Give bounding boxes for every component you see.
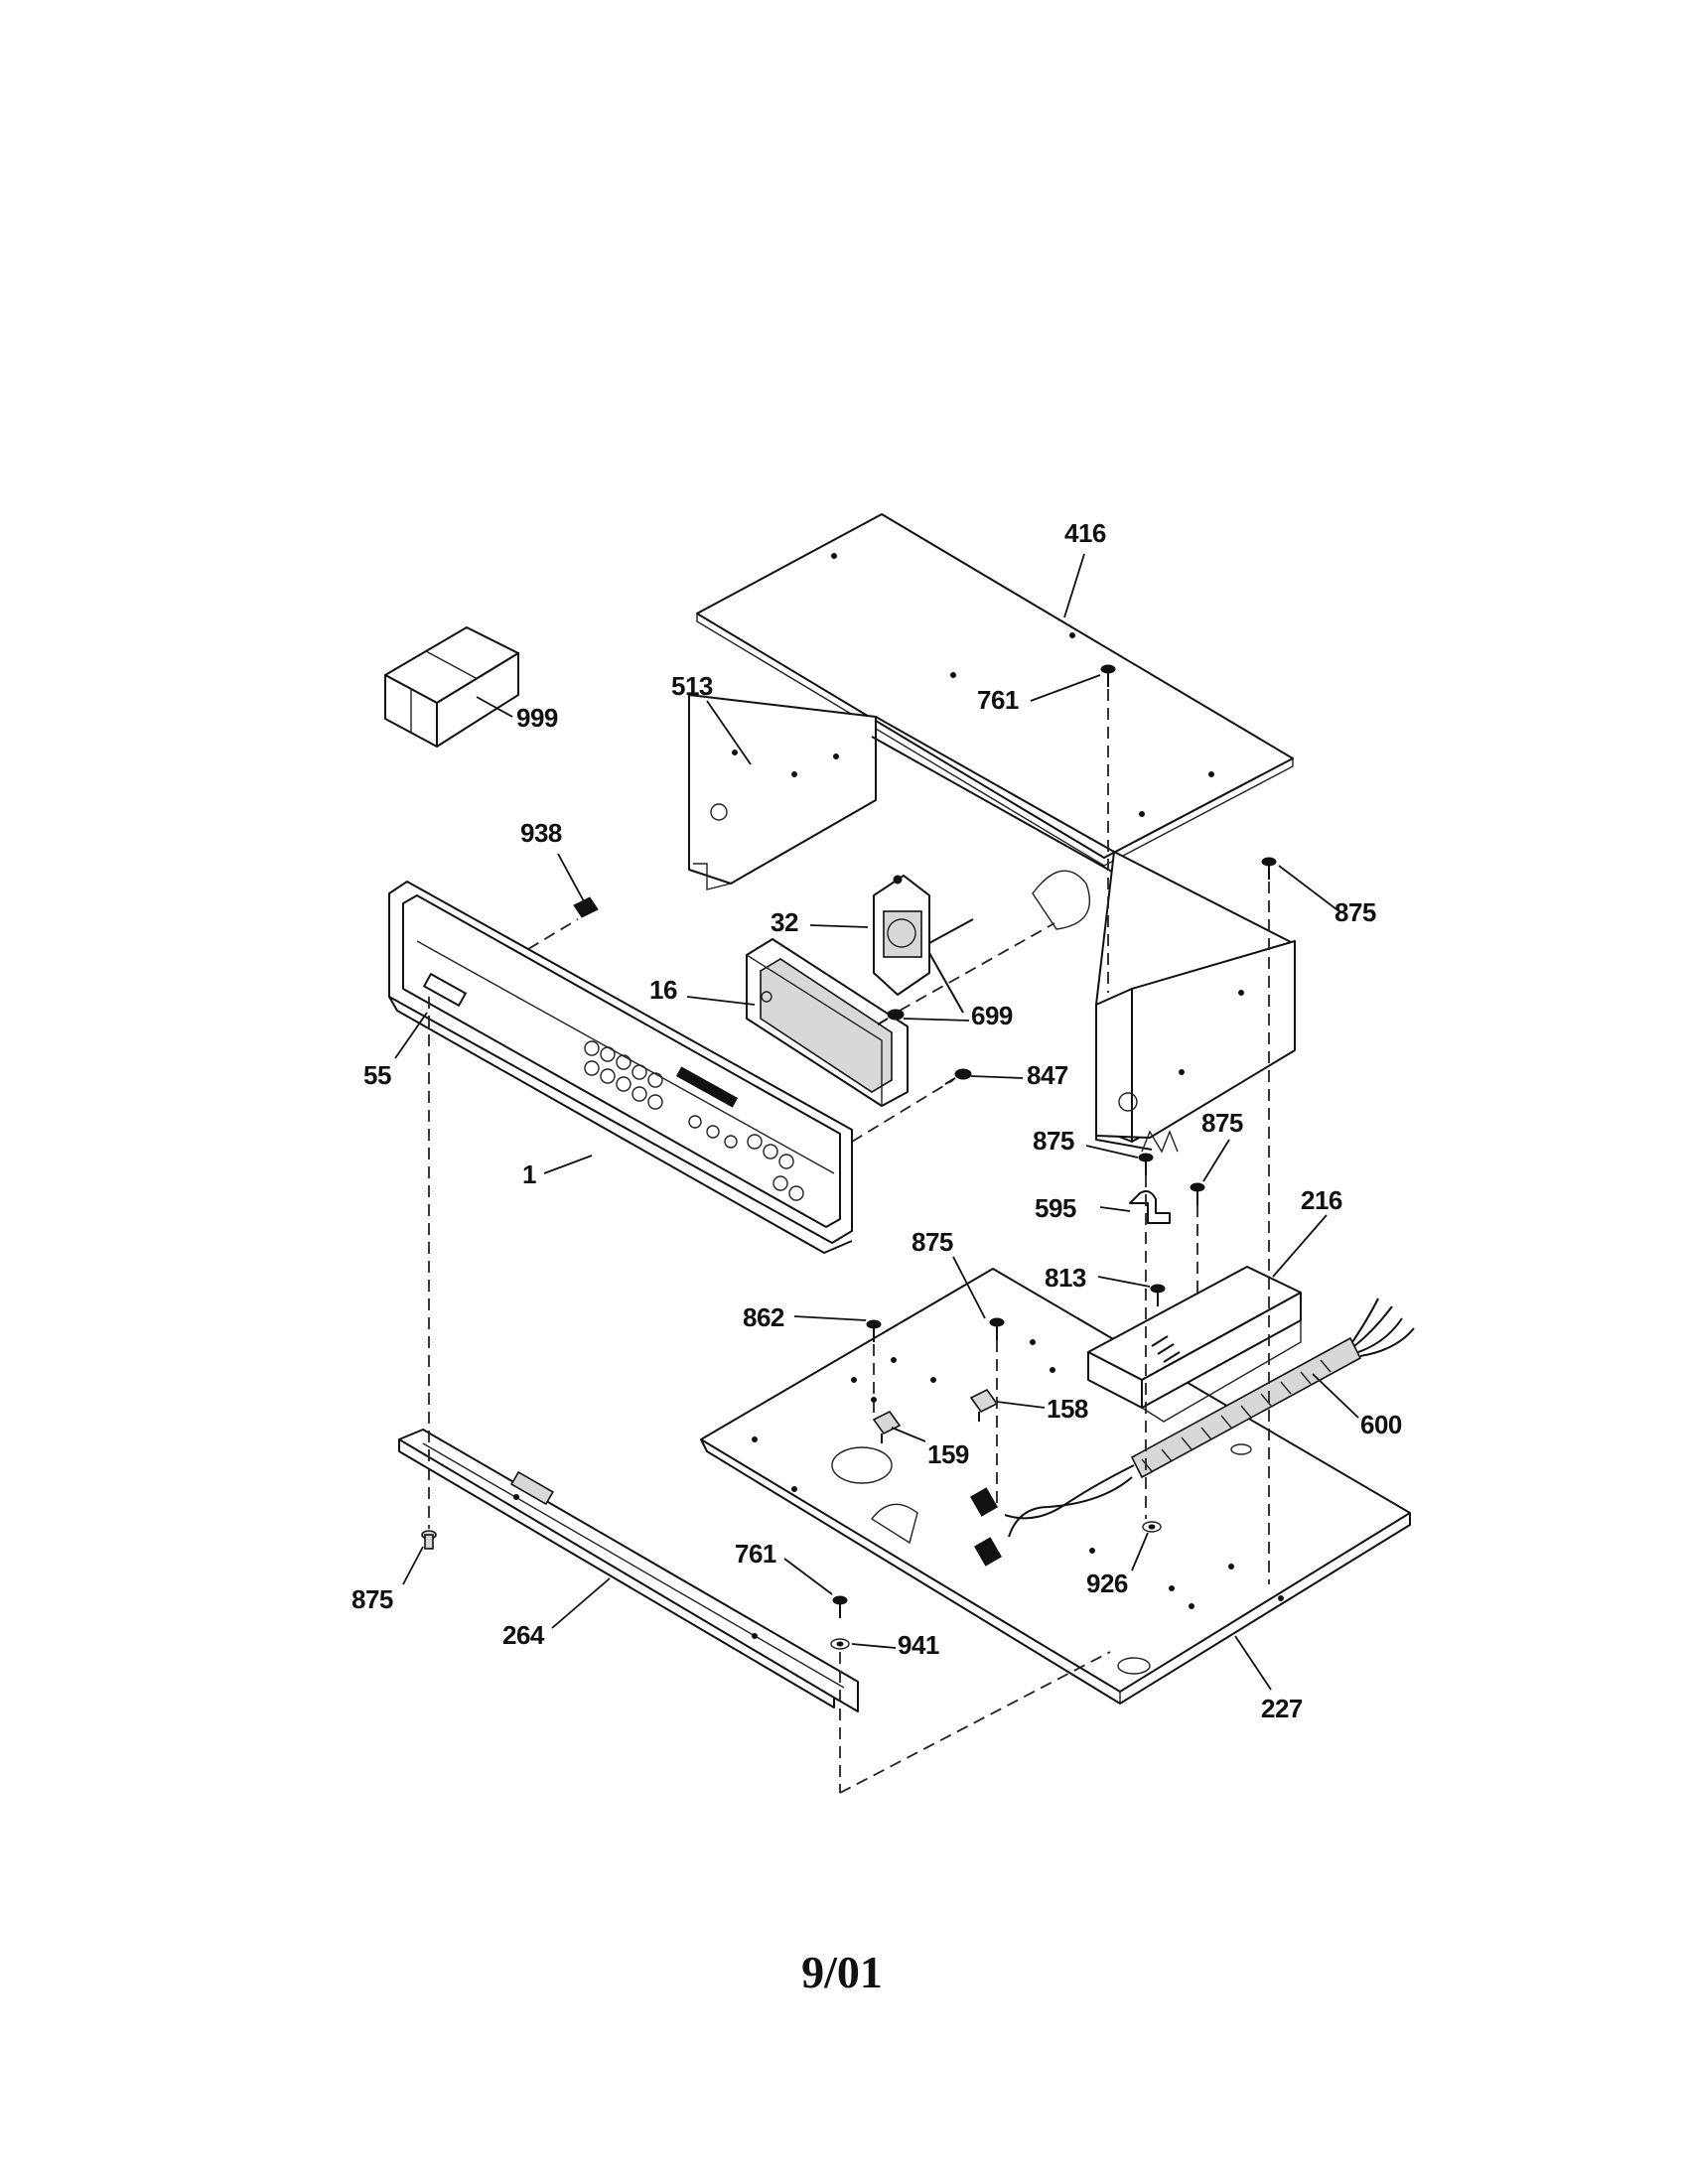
screw-875-left: [421, 1530, 437, 1550]
label-513: 513: [671, 671, 713, 701]
label-875-mid-a: 875: [1033, 1126, 1074, 1156]
base-holes: [752, 1339, 1284, 1609]
label-216: 216: [1301, 1185, 1342, 1215]
washer-941: [830, 1638, 850, 1650]
screw-761-bottom: [832, 1595, 848, 1618]
keypad-buttons: [584, 1040, 804, 1201]
screw-875-center: [989, 1317, 1005, 1340]
label-926: 926: [1086, 1569, 1128, 1598]
part-227-base-panel: [700, 1268, 1411, 1705]
part-595-bracket: [1129, 1190, 1171, 1224]
label-158: 158: [1047, 1394, 1088, 1424]
label-227: 227: [1261, 1694, 1303, 1723]
label-761-bottom: 761: [735, 1539, 776, 1569]
label-159: 159: [927, 1439, 969, 1469]
part-600-conduit-cord: [970, 1297, 1415, 1567]
label-875-center: 875: [912, 1227, 953, 1257]
label-847: 847: [1027, 1060, 1068, 1090]
label-875-mid-b: 875: [1201, 1108, 1243, 1138]
label-999: 999: [516, 703, 558, 733]
leader-lines: [394, 553, 1359, 1691]
screw-875-mid-a: [1138, 1153, 1154, 1175]
label-938: 938: [520, 818, 562, 848]
assembly-lines: [428, 689, 1270, 1794]
label-55: 55: [363, 1060, 391, 1090]
label-941: 941: [898, 1630, 939, 1660]
label-264: 264: [502, 1620, 545, 1650]
part-999-box: [384, 626, 519, 748]
part-416-top-cover: [696, 513, 1294, 867]
screw-699: [877, 1009, 905, 1025]
label-32: 32: [771, 907, 798, 937]
label-600: 600: [1360, 1410, 1402, 1439]
part-264-trim-strip: [398, 1429, 859, 1712]
part-938-clip: [573, 896, 599, 918]
label-699: 699: [971, 1001, 1013, 1030]
label-813: 813: [1045, 1263, 1086, 1293]
screw-862: [866, 1319, 882, 1342]
screw-813: [1150, 1284, 1166, 1306]
part-216-terminal-cover: [1087, 1266, 1302, 1423]
washer-926: [1142, 1521, 1162, 1533]
screw-875-right-top: [1261, 857, 1277, 880]
part-1-control-panel: [388, 881, 853, 1254]
part-labels: 416 761 513 999 938 875 32 16 699 55 847…: [351, 518, 1402, 1723]
part-16-control-board: [746, 938, 909, 1107]
label-416: 416: [1064, 518, 1106, 548]
part-32-fan-motor: [873, 875, 974, 1014]
label-1: 1: [522, 1160, 536, 1189]
label-761-top: 761: [977, 685, 1019, 715]
label-875-right-top: 875: [1334, 897, 1376, 927]
screw-875-mid-b: [1190, 1182, 1205, 1205]
label-875-left: 875: [351, 1584, 393, 1614]
terminal-slots: [1151, 1335, 1181, 1363]
screw-761-top: [1100, 664, 1116, 687]
footer-date: 9/01: [801, 1947, 883, 1997]
label-862: 862: [743, 1302, 784, 1332]
label-595: 595: [1035, 1193, 1076, 1223]
label-16: 16: [649, 975, 677, 1005]
